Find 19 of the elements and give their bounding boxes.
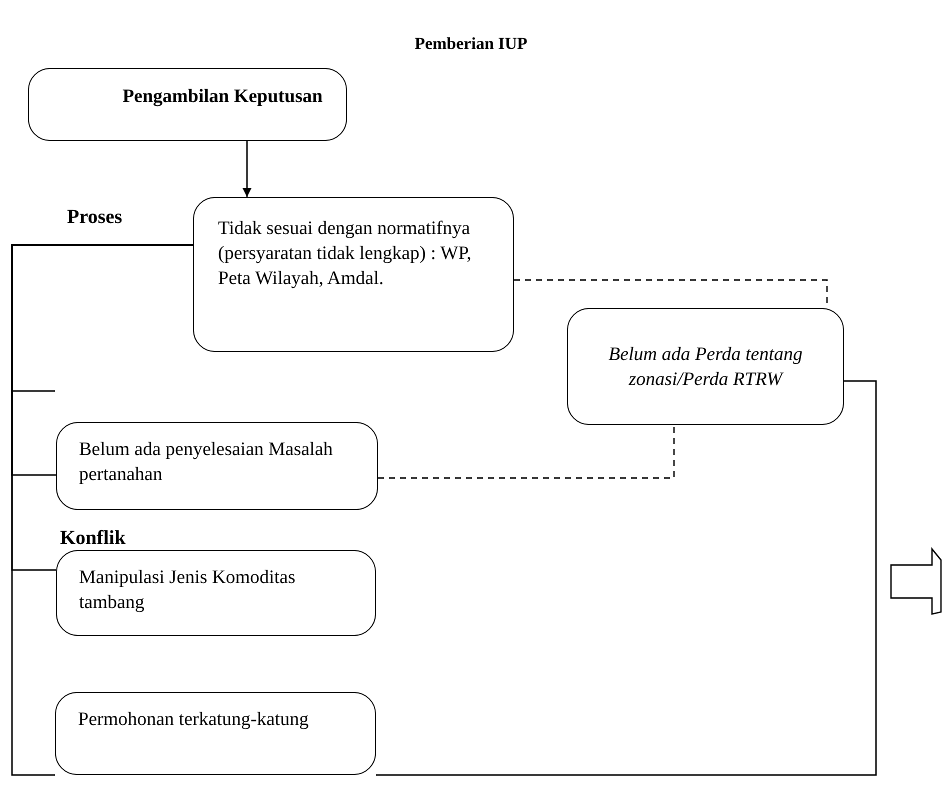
diagram-title: Pemberian IUP	[414, 34, 528, 54]
section-label: Proses	[67, 206, 122, 229]
rounded-box	[567, 308, 844, 425]
node-text: Permohonan terkatung-katung	[78, 708, 310, 732]
node-text: Tidak sesuai dengan normatifnya (persyaratan tidak lengkap) : WP, Peta Wilayah, Amdal.	[218, 217, 472, 291]
node-text: Pengambilan Keputusan	[121, 85, 324, 109]
connector-line	[11, 244, 193, 776]
rounded-box	[56, 550, 376, 636]
node-text: Belum ada penyelesaian Masalah pertanahan	[79, 438, 334, 487]
arrow	[242, 141, 252, 197]
node-text: Belum ada Perda tentang zonasi/Perda RTRW	[607, 342, 804, 392]
rounded-box	[56, 422, 378, 510]
connector-line	[376, 380, 877, 776]
rounded-box	[55, 692, 376, 775]
node-text: Manipulasi Jenis Komoditas tambang	[79, 566, 296, 615]
dashed-connector	[378, 425, 675, 479]
rounded-box	[28, 68, 347, 141]
section-label: Konflik	[60, 527, 126, 550]
rounded-box	[193, 197, 514, 352]
